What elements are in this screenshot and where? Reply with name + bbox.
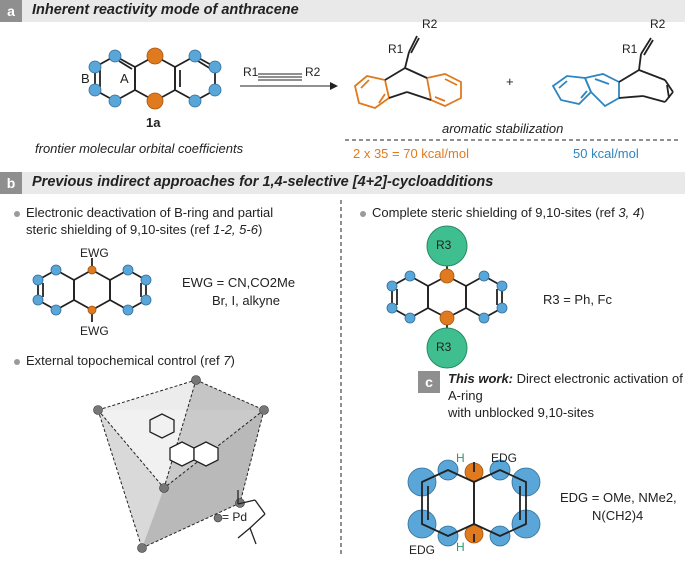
reaction-arrow [240, 73, 338, 90]
bullet-icon [14, 358, 20, 365]
product1-r1: R1 [388, 42, 404, 56]
ewg-definition-2: Br, I, alkyne [212, 293, 280, 308]
edg-definition-1: EDG = OMe, NMe2, [560, 490, 677, 505]
r3-bottom-label: R3 [436, 340, 452, 354]
item3-text: External topochemical control (ref 7) [14, 352, 235, 369]
r3-top-label: R3 [436, 238, 452, 252]
edg-anthracene-structure [407, 459, 541, 547]
section-a-header: a Inherent reactivity mode of anthracene [0, 0, 685, 22]
section-b-tag: b [0, 172, 22, 194]
reagent-r1: R1 [243, 65, 259, 79]
section-a-tag: a [0, 0, 22, 22]
product1-r2: R2 [422, 17, 438, 31]
bullet-icon [360, 210, 366, 217]
edg-top-label: EDG [491, 451, 518, 465]
r3-definition: R3 = Ph, Fc [543, 292, 612, 307]
product2-r1: R1 [622, 42, 638, 56]
section-c-tag-wrap: c [418, 371, 440, 393]
ring-a-label: A [120, 71, 129, 86]
dashed-divider-a [345, 139, 680, 141]
ewg-definition-1: EWG = CN,CO2Me [182, 275, 296, 290]
ring-b-label: B [81, 71, 90, 86]
dashed-divider-b [340, 200, 342, 556]
fmo-caption: frontier molecular orbital coefficients [35, 141, 244, 156]
ewg-top-label: EWG [80, 246, 109, 260]
item1-text: Electronic deactivation of B-ring and pa… [14, 204, 334, 238]
plus-sign: + [506, 74, 514, 89]
stabilization-caption: aromatic stabilization [442, 121, 564, 136]
product-b-adduct [353, 35, 462, 109]
product-a-adduct [551, 37, 674, 108]
anthracene-1a-structure [88, 47, 222, 110]
section-b-title: Previous indirect approaches for 1,4-sel… [32, 174, 494, 190]
pd-label: = Pd [222, 510, 248, 524]
section-a-title: Inherent reactivity mode of anthracene [32, 2, 299, 18]
compound-label: 1a [146, 115, 161, 130]
section-c-text: This work: Direct electronic activation … [448, 371, 683, 420]
bullet-icon [14, 210, 20, 217]
r3-shielded-anthracene-structure [386, 225, 508, 369]
ewg-anthracene-structure [32, 258, 152, 322]
energy-orange: 2 x 35 = 70 kcal/mol [353, 146, 469, 161]
reagent-r2: R2 [305, 65, 321, 79]
section-b-header: b Previous indirect approaches for 1,4-s… [0, 172, 685, 194]
ewg-bottom-label: EWG [80, 324, 109, 338]
energy-blue: 50 kcal/mol [573, 146, 639, 161]
product2-r2: R2 [650, 17, 666, 31]
octahedral-cage-structure [93, 375, 269, 553]
h-bottom-label: H [456, 540, 465, 554]
edg-definition-2: N(CH2)4 [592, 508, 644, 523]
h-top-label: H [456, 451, 465, 465]
edg-bottom-label: EDG [409, 543, 436, 557]
item2-text: Complete steric shielding of 9,10-sites … [360, 204, 644, 221]
section-c-tag: c [418, 371, 440, 393]
